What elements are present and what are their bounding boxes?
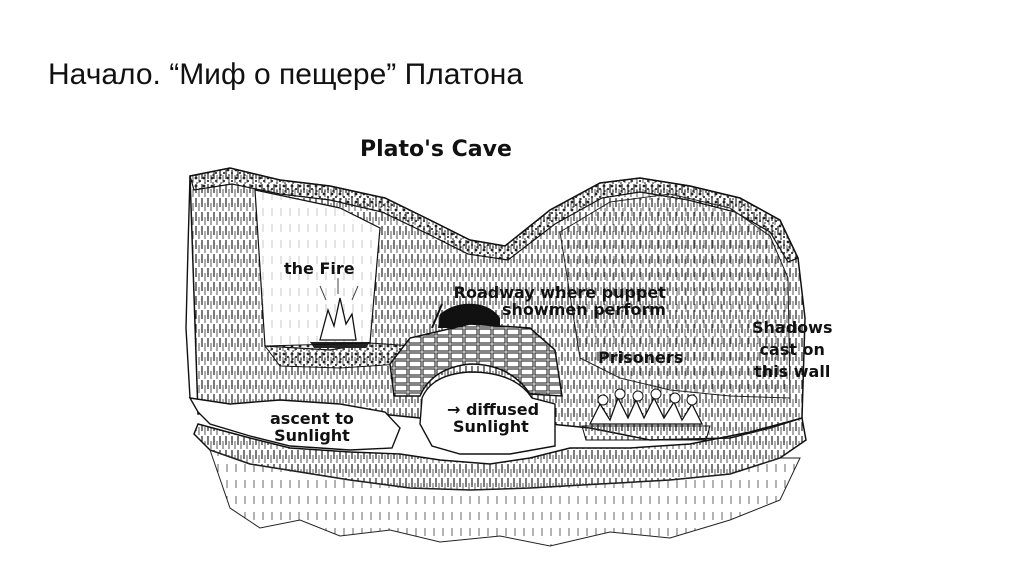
label-roadway: Roadway where puppet showmen perform xyxy=(446,283,666,319)
cave-ceiling xyxy=(189,167,799,263)
ascent-path xyxy=(188,397,401,451)
label-prisoners: Prisoners xyxy=(598,348,684,367)
label-shadows: Shadows cast on this wall xyxy=(752,318,833,385)
prisoners-icon xyxy=(581,388,711,441)
label-diffused: → diffused Sunlight xyxy=(447,400,540,436)
label-diffused-line1: → diffused xyxy=(447,400,540,419)
shadow-wall xyxy=(559,193,791,399)
label-roadway-line2: showmen perform xyxy=(502,299,666,319)
label-fire: the Fire xyxy=(284,259,355,278)
label-shadows-line1: Shadows xyxy=(752,318,833,337)
puppet-showmen-icon xyxy=(431,303,500,329)
label-ascent-line1: ascent to xyxy=(270,409,354,428)
cave-illustration xyxy=(185,167,807,547)
cave-diagram: Plato's Cave the Fire Roadway where pupp… xyxy=(170,128,833,568)
label-roadway-line1: Roadway where puppet xyxy=(453,283,666,302)
diagram-title: Plato's Cave xyxy=(360,137,512,162)
diffused-light-area xyxy=(419,371,556,455)
slide-title: Начало. “Миф о пещере” Платона xyxy=(48,58,524,91)
stone-bridge xyxy=(389,323,563,397)
label-ascent: ascent to Sunlight xyxy=(270,409,354,445)
label-ascent-line2: Sunlight xyxy=(274,425,350,445)
label-shadows-line3: this wall xyxy=(754,361,831,381)
label-diffused-line2: Sunlight xyxy=(453,416,529,436)
label-shadows-line2: cast on xyxy=(759,339,825,359)
